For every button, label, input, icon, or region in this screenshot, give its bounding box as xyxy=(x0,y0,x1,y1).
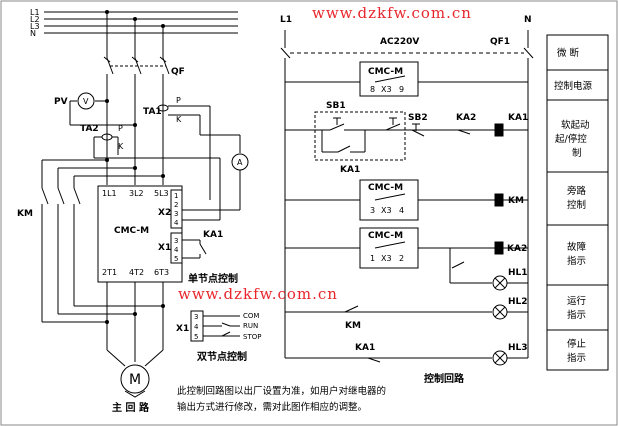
cmc-name: CMC-M xyxy=(114,226,149,236)
km-coil-label: KM xyxy=(508,196,524,206)
table-cell-bypass-2: 控制 xyxy=(567,199,586,211)
row3-pin-a: 3 xyxy=(370,206,375,215)
ta1-p-label: P xyxy=(176,96,181,105)
bus-label-l1: L1 xyxy=(30,8,40,17)
ta2-k-label: K xyxy=(118,142,124,151)
ka1-coil-label: KA1 xyxy=(508,113,528,123)
cmc-x2-pin3: 3 xyxy=(174,210,178,218)
hl2-label: HL2 xyxy=(508,297,528,307)
table-cell-run-2: 指示 xyxy=(567,309,586,321)
double-contact-pin3: 3 xyxy=(194,313,198,321)
control-n: N xyxy=(524,15,532,25)
ta2-label: TA2 xyxy=(80,124,99,134)
cmc-x2-pin2: 2 xyxy=(174,201,178,209)
row1-x: X3 xyxy=(381,85,392,94)
pv-meter-symbol: V xyxy=(83,97,89,106)
table-cell-stop-1: 停止 xyxy=(567,338,587,350)
ka1-hold-label: KA1 xyxy=(340,165,360,175)
row1-cmc: CMC-M xyxy=(368,67,403,77)
note-line-2: 输出方式进行修改，需对此图作相应的调整。 xyxy=(177,401,367,413)
ka2-coil-label: KA2 xyxy=(507,244,527,254)
cmc-top-t1: 1L1 xyxy=(102,189,117,198)
sb1-label: SB1 xyxy=(326,101,346,111)
single-contact-ka1: KA1 xyxy=(203,230,223,240)
bus-label-n: N xyxy=(30,29,36,38)
hl1-label: HL1 xyxy=(508,268,528,278)
function-table xyxy=(546,34,609,371)
cmc-x1-pin3: 3 xyxy=(174,237,178,245)
cmc-x1-pin4: 4 xyxy=(174,246,179,254)
qf-label: QF xyxy=(171,67,185,77)
table-cell-fault-1: 故障 xyxy=(567,241,587,253)
control-qf1: QF1 xyxy=(490,37,510,47)
double-contact-x1: X1 xyxy=(176,324,189,334)
double-contact-title: 双节点控制 xyxy=(197,350,247,363)
row3-cmc: CMC-M xyxy=(368,183,403,193)
cmc-top-t2: 3L2 xyxy=(129,189,144,198)
double-contact-stop: STOP xyxy=(243,333,261,341)
km-main-label: KM xyxy=(17,209,33,219)
double-contact-run: RUN xyxy=(243,322,258,330)
ka1-bottom-label: KA1 xyxy=(355,343,375,353)
table-cell-soft-start-2: 起/停控 xyxy=(555,133,587,145)
ta2-p-label: P xyxy=(118,124,123,133)
row1-pin-a: 8 xyxy=(370,85,375,94)
row1-pin-b: 9 xyxy=(399,85,404,94)
main-circuit xyxy=(41,10,249,398)
ka2-contact-label: KA2 xyxy=(456,113,476,123)
pv-label: PV xyxy=(54,97,68,107)
row4-pin-a: 1 xyxy=(370,254,375,263)
double-contact-pin5: 5 xyxy=(194,333,198,341)
single-contact-title: 单节点控制 xyxy=(188,272,238,285)
main-circuit-title: 主 回 路 xyxy=(112,401,150,414)
row4-pin-b: 2 xyxy=(399,254,404,263)
hl3-label: HL3 xyxy=(508,343,528,353)
cmc-x1-pin5: 5 xyxy=(174,255,178,263)
row3-pin-b: 4 xyxy=(399,206,404,215)
bus-label-l3: L3 xyxy=(30,22,40,31)
ta1-label: TA1 xyxy=(143,107,162,117)
row3-x: X3 xyxy=(381,206,392,215)
table-cell-control-power: 控制电源 xyxy=(554,80,593,92)
ammeter-symbol: A xyxy=(237,158,243,167)
cmc-x2-pin4: 4 xyxy=(174,219,179,227)
table-cell-stop-2: 指示 xyxy=(567,352,586,364)
table-cell-breaker: 微 断 xyxy=(557,47,580,59)
cmc-x2-label: X2 xyxy=(158,208,171,218)
motor-symbol: M xyxy=(129,372,141,388)
table-cell-fault-2: 指示 xyxy=(567,255,586,267)
cmc-bottom-t3: 6T3 xyxy=(154,268,169,277)
watermark-top: www.dzkfw.com.cn xyxy=(312,4,472,22)
note-line-1: 此控制回路图以出厂设置为准，如用户对继电器的 xyxy=(177,385,386,397)
cmc-bottom-t1: 2T1 xyxy=(102,268,117,277)
double-contact-com: COM xyxy=(243,312,259,320)
double-contact-pin4: 4 xyxy=(194,323,199,331)
control-l1: L1 xyxy=(280,15,292,25)
control-circuit xyxy=(280,30,534,366)
km-contact-label: KM xyxy=(345,321,361,331)
row4-cmc: CMC-M xyxy=(368,231,403,241)
control-ac: AC220V xyxy=(380,37,419,47)
bus-label-l2: L2 xyxy=(30,15,40,24)
cmc-x2-pin1: 1 xyxy=(174,192,178,200)
cmc-x1-label: X1 xyxy=(158,243,171,253)
cmc-bottom-t2: 4T2 xyxy=(129,268,144,277)
table-cell-soft-start-1: 软起动 xyxy=(561,119,590,131)
cmc-top-t3: 5L3 xyxy=(154,189,169,198)
sb2-label: SB2 xyxy=(408,113,428,123)
table-cell-soft-start-3: 制 xyxy=(572,147,582,159)
watermark-mid: www.dzkfw.com.cn xyxy=(178,285,338,303)
control-circuit-title: 控制回路 xyxy=(424,372,465,385)
row4-x: X3 xyxy=(381,254,392,263)
table-cell-run-1: 运行 xyxy=(567,295,587,307)
double-contact-inset xyxy=(190,310,240,342)
ta1-k-label: K xyxy=(176,115,182,124)
table-cell-bypass-1: 旁路 xyxy=(567,185,587,197)
